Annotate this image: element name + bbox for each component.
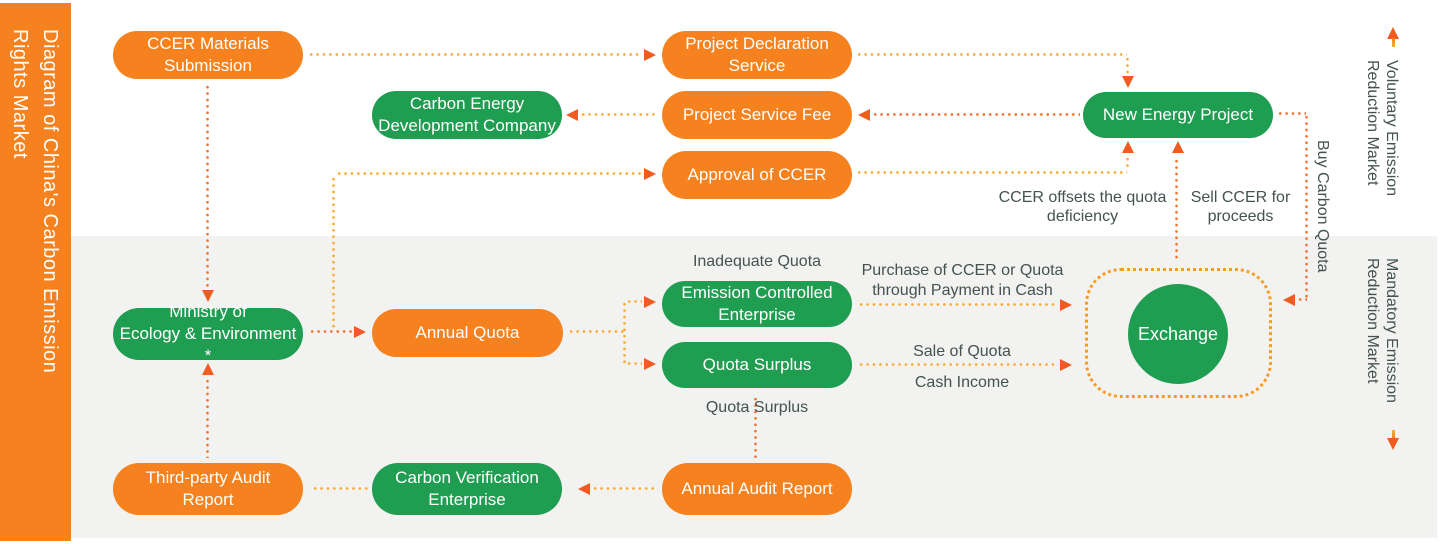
node-new-energy-project: New Energy Project	[1083, 92, 1273, 138]
arrowhead-into-new-energy-top	[1122, 76, 1134, 88]
label-sell-ccer-for-proceeds: Sell CCER for proceeds	[1190, 189, 1291, 225]
connector-service-fee-to-carbon-energy-dev	[580, 113, 657, 116]
arrowhead-into-emission-controlled	[644, 296, 656, 308]
connector-purchase-to-exchange	[858, 303, 1058, 306]
label-voluntary-market: Voluntary Emission Reduction Market	[1364, 60, 1400, 197]
arrowhead-offsets-into-new-energy	[1122, 141, 1134, 153]
arrowhead-sale-into-exchange	[1060, 359, 1072, 371]
connector-ministry-to-approval-h	[336, 172, 641, 175]
node-annual-quota: Annual Quota	[372, 309, 563, 357]
label-mandatory-market: Mandatory Emission Reduction Market	[1364, 258, 1400, 403]
connector-buy-quota-v	[1305, 114, 1308, 298]
connector-ministry-to-annual-quota	[309, 330, 353, 333]
mandatory-down-arrow-head	[1387, 438, 1399, 450]
connector-approval-to-new-energy-v	[1126, 156, 1129, 171]
arrowhead-buy-into-exchange	[1283, 294, 1295, 306]
connector-sale-to-exchange	[858, 363, 1058, 366]
node-quota-surplus: Quota Surplus	[662, 342, 852, 388]
diagram-title: Diagram of China's Carbon Emission Right…	[9, 29, 61, 374]
arrowhead-into-annual-quota	[354, 326, 366, 338]
node-approval-of-ccer: Approval of CCER	[662, 151, 852, 199]
connector-buy-quota-h-bottom	[1297, 298, 1307, 301]
connector-project-declaration-to-new-energy-v	[1126, 56, 1129, 76]
label-cash-income: Cash Income	[914, 374, 1010, 391]
connector-ministry-to-approval-v	[332, 176, 335, 331]
connector-annual-quota-split-h	[568, 330, 624, 333]
connector-quota-surplus-to-annual-audit	[754, 396, 757, 458]
connector-project-declaration-to-new-energy-h	[856, 53, 1127, 56]
node-ccer-materials-submission: CCER Materials Submission	[113, 31, 303, 79]
arrowhead-into-carbon-energy-dev	[566, 109, 578, 121]
node-annual-audit-report: Annual Audit Report	[662, 463, 852, 515]
connector-approval-to-new-energy-h	[856, 171, 1127, 174]
connector-ccer-materials-to-project-declaration	[308, 53, 641, 56]
connector-annual-quota-split-v	[623, 301, 626, 363]
label-ccer-offsets-quota-deficiency: CCER offsets the quota deficiency	[998, 189, 1167, 225]
label-sale-of-quota: Sale of Quota	[913, 343, 1011, 360]
node-project-service-fee: Project Service Fee	[662, 91, 852, 139]
arrowhead-into-ministry-top	[202, 290, 214, 302]
connector-third-party-to-ministry	[206, 378, 209, 458]
title-sidebar: Diagram of China's Carbon Emission Right…	[0, 3, 71, 541]
arrowhead-sell-into-new-energy	[1172, 141, 1184, 153]
voluntary-up-arrow-head	[1387, 27, 1399, 39]
node-project-declaration-service: Project Declaration Service	[662, 31, 852, 79]
connector-split-to-quota-surplus	[626, 362, 642, 365]
label-buy-carbon-quota: Buy Carbon Quota	[1314, 140, 1331, 273]
exchange-dotted-frame	[1085, 268, 1272, 398]
connector-exchange-to-new-energy	[1175, 158, 1178, 262]
arrowhead-into-project-declaration	[644, 49, 656, 61]
node-carbon-energy-development-company: Carbon Energy Development Company	[372, 91, 562, 139]
connector-new-energy-to-service-fee	[872, 113, 1080, 116]
arrowhead-purchase-into-exchange	[1060, 299, 1072, 311]
node-emission-controlled-enterprise: Emission Controlled Enterprise	[662, 281, 852, 327]
connector-ccer-materials-to-ministry	[206, 84, 209, 289]
arrowhead-into-ministry-bottom	[202, 363, 214, 375]
label-purchase-of-ccer-or-quota: Purchase of CCER or Quota through Paymen…	[861, 262, 1064, 299]
node-third-party-audit-report: Third-party Audit Report	[113, 463, 303, 515]
node-ministry-ecology-environment: Ministry of Ecology & Environment *	[113, 302, 303, 365]
connector-annual-audit-to-carbon-verification	[592, 487, 658, 490]
node-exchange: Exchange	[1128, 284, 1228, 384]
arrowhead-into-carbon-verification	[578, 483, 590, 495]
arrowhead-into-approval-ccer	[644, 168, 656, 180]
connector-split-to-emission-controlled	[626, 300, 642, 303]
connector-buy-quota-h-top	[1277, 112, 1306, 115]
connector-carbon-verification-to-third-party	[312, 487, 369, 490]
arrowhead-into-quota-surplus	[644, 358, 656, 370]
arrowhead-into-service-fee	[858, 109, 870, 121]
mandatory-down-arrow-stem	[1391, 430, 1395, 439]
label-quota-surplus-flow: Quota Surplus	[705, 399, 809, 416]
label-inadequate-quota: Inadequate Quota	[692, 253, 822, 270]
voluntary-up-arrow-stem	[1391, 38, 1395, 47]
node-carbon-verification-enterprise: Carbon Verification Enterprise	[372, 463, 562, 515]
